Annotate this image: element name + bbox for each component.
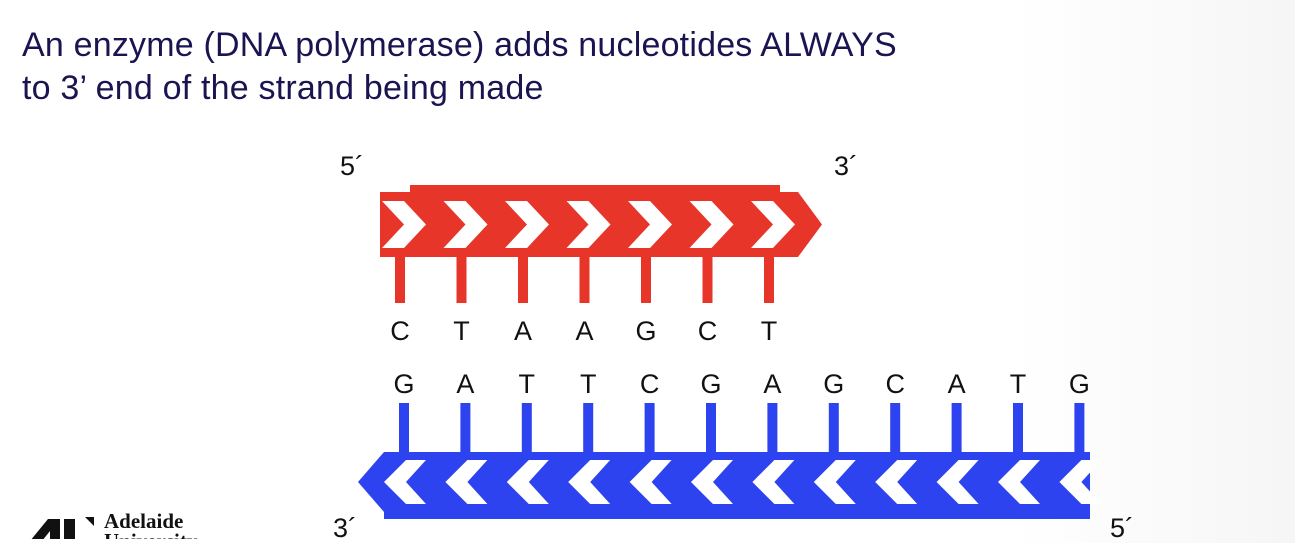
bottom-strand-base-stem [951, 403, 962, 455]
bottom-strand-base-stem [583, 403, 594, 455]
bottom-strand-chevron-gap [752, 460, 795, 504]
top-strand-base-label: A [514, 316, 532, 346]
bottom-strand-base-stem [521, 403, 532, 455]
slide-title: An enzyme (DNA polymerase) adds nucleoti… [22, 24, 897, 110]
top-strand-chevron-gap [751, 201, 795, 248]
top-strand-chevron-gap [689, 201, 734, 248]
bottom-strand-chevron-gap [998, 460, 1040, 504]
top-strand-base-label: T [761, 316, 778, 346]
top-strand-base-stem [456, 255, 467, 303]
top-strand-base-stem [764, 255, 774, 303]
top-strand-base-label: T [453, 316, 470, 346]
bottom-strand-base-stem [1074, 403, 1085, 455]
bottom-strand-backbone-bottom-edge [384, 510, 1090, 519]
bottom-strand-base-stem [706, 403, 716, 455]
title-line-1: An enzyme (DNA polymerase) adds nucleoti… [22, 26, 897, 64]
bottom-strand-base-label: G [700, 369, 721, 399]
top-strand-base-label: C [390, 316, 410, 346]
bottom-strand-base-label: T [580, 369, 597, 399]
bottom-strand-base-stem [828, 403, 839, 455]
bottom-strand-base-stem [890, 403, 901, 455]
bottom-strand-5-prime-label: 5´ [1110, 513, 1135, 543]
top-strand-chevron-gap [505, 201, 549, 248]
top-strand-base-label: A [575, 316, 593, 346]
bottom-strand-chevron-gap [1059, 460, 1102, 504]
bottom-strand-base-stem [644, 403, 655, 455]
title-line-2: to 3’ end of the strand being made [22, 69, 544, 107]
bottom-strand-base-stem [1013, 403, 1023, 455]
top-strand-base-stem [702, 255, 713, 303]
bottom-strand-chevron-gap [629, 460, 672, 504]
top-strand-base-stem [579, 255, 590, 303]
top-strand-base-stem [641, 255, 651, 303]
adelaide-university-logo: Adelaide University [30, 509, 230, 539]
bottom-strand-base-label: G [393, 369, 414, 399]
bottom-strand-base-label: G [1069, 369, 1090, 399]
bottom-strand-base-stem [399, 403, 409, 455]
bottom-strand-base-stem [460, 403, 471, 455]
bottom-strand-chevron-gap [506, 460, 549, 504]
bottom-strand-base-stem [767, 403, 778, 455]
bottom-strand-chevron-gap [445, 460, 488, 504]
top-strand-chevron-gap [628, 201, 672, 248]
top-strand-chevron-gap [566, 201, 611, 248]
logo-name-line-2: University [104, 531, 197, 540]
bottom-strand-chevron-gap [384, 460, 426, 504]
logo-name-line-1: Adelaide [104, 509, 184, 533]
bottom-strand-base-label: A [948, 369, 966, 399]
top-strand-5-prime-label: 5´ [340, 151, 365, 181]
bottom-strand-base-label: G [823, 369, 844, 399]
bottom-strand-base-label: C [640, 369, 660, 399]
bottom-strand-chevron-gap [875, 460, 918, 504]
bottom-strand-base-label: A [763, 369, 781, 399]
top-strand-base-stem [395, 255, 405, 303]
bottom-strand-base-label: T [519, 369, 536, 399]
top-strand-3-prime-label: 3´ [834, 151, 859, 181]
top-strand-base-label: G [635, 316, 656, 346]
bottom-strand-chevron-gap [568, 460, 611, 504]
top-strand-chevron-gap [382, 201, 426, 248]
bottom-strand-base-label: C [885, 369, 905, 399]
logo-mark-icon [31, 517, 94, 539]
top-strand-base-label: C [698, 316, 718, 346]
bottom-strand-base-label: T [1010, 369, 1027, 399]
bottom-strand-3-prime-label: 3´ [333, 513, 358, 543]
bottom-strand-chevron-gap [691, 460, 733, 504]
bottom-strand-chevron-gap [936, 460, 979, 504]
bottom-strand-base-label: A [456, 369, 474, 399]
bottom-strand-chevron-gap [813, 460, 856, 504]
top-strand-chevron-gap [443, 201, 488, 248]
top-strand-backbone-top-edge [410, 185, 780, 195]
top-strand-base-stem [518, 255, 528, 303]
